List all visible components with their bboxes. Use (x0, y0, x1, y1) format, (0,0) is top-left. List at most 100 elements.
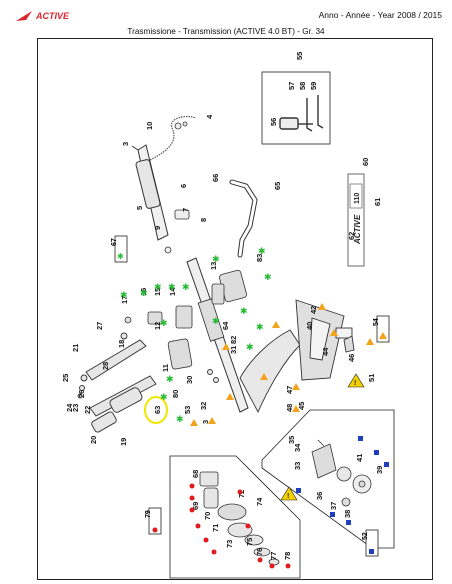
active-logo: ACTIVE (16, 11, 70, 21)
part-label: 9 (153, 226, 162, 230)
part-label: 14 (168, 287, 177, 296)
part-label: 77 (269, 552, 278, 560)
part-label: 61 (373, 198, 382, 206)
decal-strip: ACTIVE 110 (347, 173, 365, 267)
part-label: 42 (309, 306, 318, 314)
part-label: 64 (221, 321, 230, 330)
part-label: 55 (295, 52, 304, 60)
part-label: 5 (135, 206, 144, 210)
part-label: 3 (201, 420, 210, 424)
part-label: 66 (211, 174, 220, 182)
part-label: 37 (329, 502, 338, 510)
part-label: 22 (83, 406, 92, 414)
part-label highlighted-part: 63 (153, 406, 162, 414)
part-label: 83 (255, 254, 264, 262)
red-dot-markers (189, 483, 291, 569)
head-parts (199, 471, 280, 566)
part-label: 33 (293, 462, 302, 470)
warning-triangle-icon-2: ! (280, 486, 298, 501)
svg-text:✱: ✱ (160, 392, 168, 402)
svg-text:✱: ✱ (160, 318, 168, 328)
part-label: 4 (205, 114, 214, 119)
part-label: 26 (77, 390, 86, 398)
svg-text:!: ! (287, 493, 289, 500)
part-label: 19 (119, 438, 128, 446)
kit-badge-54: 54 (373, 315, 390, 343)
svg-text:✱: ✱ (166, 374, 174, 384)
page-title: Trasmissione - Transmission (ACTIVE 4.0 … (127, 27, 325, 36)
svg-text:✱: ✱ (212, 254, 220, 264)
svg-text:✱: ✱ (168, 282, 176, 292)
part-label: 38 (343, 510, 352, 518)
green-star-markers: ✱✱✱ ✱✱✱ ✱✱✱ ✱✱✱ ✱✱✱ ✱ (120, 246, 272, 424)
kit-badge-79: 79 (145, 507, 162, 535)
svg-text:✱: ✱ (120, 290, 128, 300)
highlight-circle (144, 396, 168, 424)
part-label: 16 (139, 288, 148, 296)
logo-text: ACTIVE (35, 11, 70, 21)
hex-key-icon (279, 95, 324, 132)
kit-badge-67: 67 ✱ (111, 235, 128, 263)
part-label: 78 (283, 552, 292, 560)
svg-text:✱: ✱ (176, 414, 184, 424)
part-label: 40 (305, 322, 314, 330)
part-label: 27 (95, 322, 104, 330)
part-label: 45 (297, 402, 306, 410)
svg-text:67: 67 (111, 238, 118, 246)
upper-shaft (131, 144, 169, 241)
gearbox-parts (311, 439, 372, 507)
part-label: 68 (191, 470, 200, 478)
part-label: 73 (225, 540, 234, 548)
part-label: 57 (287, 82, 296, 90)
part-label: 11 (161, 364, 170, 372)
svg-text:!: ! (354, 380, 356, 387)
part-label: 34 (293, 443, 302, 452)
part-label: 60 (361, 158, 370, 166)
year-label: Anno - Année - Year 2008 / 2015 (318, 10, 442, 20)
part-label: 20 (89, 436, 98, 444)
part-label: 18 (117, 340, 126, 348)
warning-triangle-icon: ! (347, 373, 365, 388)
svg-text:✱: ✱ (256, 322, 264, 332)
part-labels: 3 4 5 6 7 8 9 10 55 56 57 58 59 60 61 62… (61, 52, 384, 560)
main-shaft (186, 257, 249, 413)
part-label: 28 (101, 362, 110, 370)
handle-assembly (77, 332, 219, 433)
diagram-frame (37, 38, 433, 580)
part-label: 8 (199, 218, 208, 222)
svg-text:✱: ✱ (264, 272, 272, 282)
part-label: 58 (298, 82, 307, 90)
part-label: 75 (245, 538, 254, 546)
part-label: 41 (355, 454, 364, 462)
decal-number-text: 110 (354, 193, 361, 204)
svg-text:✱: ✱ (117, 252, 124, 261)
part-label: 21 (71, 344, 80, 352)
part-label: 69 (191, 502, 200, 510)
part-label: 6 (179, 184, 188, 188)
shaft-fittings (124, 269, 247, 370)
part-label: 53 (183, 406, 192, 414)
decal-brand-text: ACTIVE (353, 214, 362, 245)
svg-text:✱: ✱ (246, 342, 254, 352)
kit-badge-52: 52 (362, 529, 379, 557)
part-label: 48 (285, 404, 294, 412)
svg-text:52: 52 (362, 532, 369, 540)
clamp-small (164, 121, 190, 254)
part-label: 12 (153, 322, 162, 330)
part-label: 10 (145, 122, 154, 130)
part-label: 80 (171, 390, 180, 398)
gearbox-box (261, 409, 395, 549)
svg-text:✱: ✱ (240, 306, 248, 316)
part-label: 74 (255, 497, 264, 506)
part-label: 23 (71, 404, 80, 412)
svg-text:✱: ✱ (212, 316, 220, 326)
blue-square-markers (296, 436, 389, 525)
part-label: 15 (153, 288, 162, 296)
part-label: 25 (61, 374, 70, 382)
part-label: 13 (209, 262, 218, 270)
part-label: 3 (121, 142, 130, 146)
part-label: 51 (367, 374, 376, 382)
part-label: 30 (185, 376, 194, 384)
throttle-cable (149, 115, 197, 161)
part-label: 47 (285, 386, 294, 394)
